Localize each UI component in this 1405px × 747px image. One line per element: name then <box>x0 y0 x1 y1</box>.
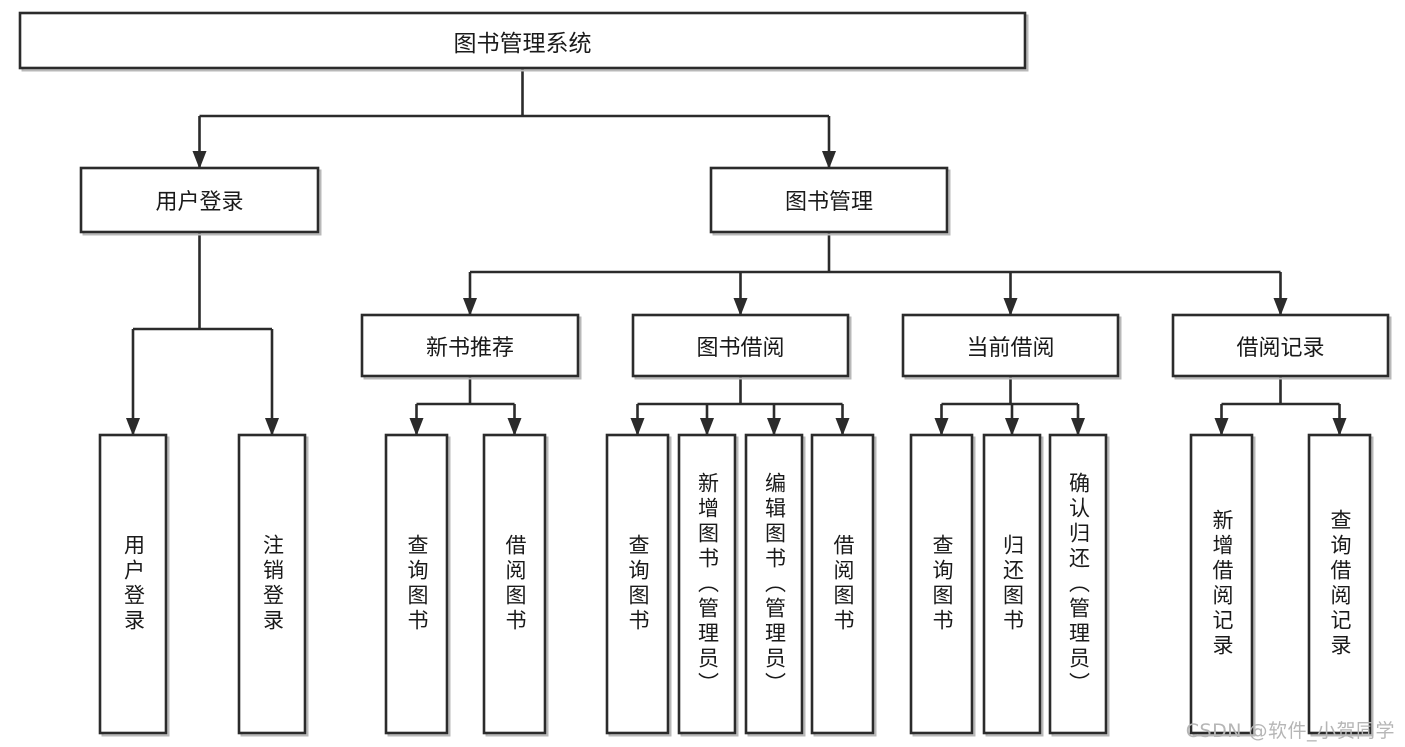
node-box-leaf-user-logout[interactable] <box>237 433 309 737</box>
node-box-leaf-add-record[interactable] <box>1189 433 1256 737</box>
arrow-head-icon <box>1214 418 1229 436</box>
arrow-head-icon <box>126 418 140 436</box>
arrow-head-icon <box>1273 298 1288 316</box>
node-box-book-manage[interactable] <box>709 166 951 236</box>
arrow-head-icon <box>934 418 949 436</box>
node-box-leaf-confirm-return[interactable] <box>1048 433 1110 737</box>
arrow-head-icon <box>630 418 645 436</box>
node-box-leaf-user-login[interactable] <box>98 433 170 737</box>
arrow-head-icon <box>767 418 781 436</box>
node-box-leaf-return-book[interactable] <box>982 433 1044 737</box>
arrow-head-icon <box>733 298 748 316</box>
watermark-text: CSDN @软件_小贺同学 <box>1185 720 1395 742</box>
connectors-layer <box>126 68 1347 436</box>
arrow-head-icon <box>1005 418 1019 436</box>
node-box-root[interactable] <box>18 11 1029 72</box>
node-box-leaf-borrow-book-2[interactable] <box>810 433 877 737</box>
node-box-leaf-query-book-2[interactable] <box>605 433 672 737</box>
arrow-head-icon <box>192 151 207 169</box>
arrow-head-icon <box>822 151 836 169</box>
arrow-head-icon <box>507 418 522 436</box>
node-box-leaf-query-book-1[interactable] <box>384 433 451 737</box>
arrow-head-icon <box>463 298 477 316</box>
node-box-book-borrow[interactable] <box>631 313 852 380</box>
boxes-layer <box>18 11 1392 737</box>
node-box-leaf-add-book[interactable] <box>677 433 739 737</box>
node-box-leaf-query-book-3[interactable] <box>909 433 976 737</box>
node-box-new-book-rec[interactable] <box>360 313 582 380</box>
arrow-head-icon <box>265 418 279 436</box>
arrow-head-icon <box>835 418 850 436</box>
arrow-head-icon <box>1003 298 1018 316</box>
node-box-leaf-edit-book[interactable] <box>744 433 806 737</box>
arrow-head-icon <box>1332 418 1347 436</box>
arrow-head-icon <box>1071 418 1085 436</box>
node-box-leaf-borrow-book-1[interactable] <box>482 433 549 737</box>
arrow-head-icon <box>409 418 424 436</box>
node-box-borrow-record[interactable] <box>1171 313 1392 380</box>
node-box-user-login[interactable] <box>79 166 322 236</box>
arrow-head-icon <box>700 418 714 436</box>
node-box-leaf-query-record[interactable] <box>1307 433 1374 737</box>
node-box-current-borrow[interactable] <box>901 313 1122 380</box>
